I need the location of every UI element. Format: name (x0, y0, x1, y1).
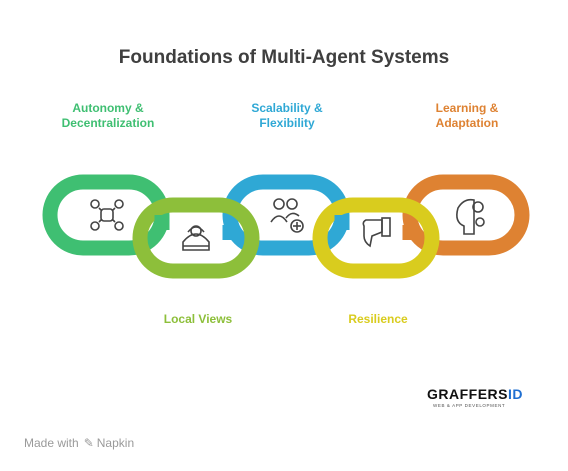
label-scalability: Scalability & Flexibility (251, 101, 323, 130)
made-with-napkin: Made with ✎Napkin (24, 436, 134, 450)
label-resilience: Resilience (348, 312, 408, 326)
label-learning: Learning & Adaptation (435, 101, 499, 130)
chain-link-learning (402, 174, 530, 256)
head-gears-icon (456, 198, 485, 235)
grafferid-logo: GRAFFERSID WEB & APP DEVELOPMENT (427, 386, 523, 412)
napkin-icon: ✎ (83, 436, 94, 450)
logo-brand: GRAFFERS (427, 386, 508, 402)
label-autonomy: Autonomy & Decentralization (61, 101, 155, 130)
made-with-text: Made with (24, 436, 79, 450)
diagram-title: Foundations of Multi-Agent Systems (118, 47, 450, 68)
chain-link-local-views (132, 197, 260, 279)
thumbs-down-icon (362, 217, 391, 248)
add-user-group-icon (270, 198, 304, 233)
chain-link-resilience (312, 197, 440, 279)
drone-icon (90, 199, 124, 231)
logo-brand-suffix: ID (508, 386, 523, 402)
logo-tagline: WEB & APP DEVELOPMENT (433, 403, 506, 408)
label-local-views: Local Views (163, 312, 233, 326)
napkin-text: Napkin (96, 436, 135, 450)
car-mechanic-icon (182, 225, 210, 251)
